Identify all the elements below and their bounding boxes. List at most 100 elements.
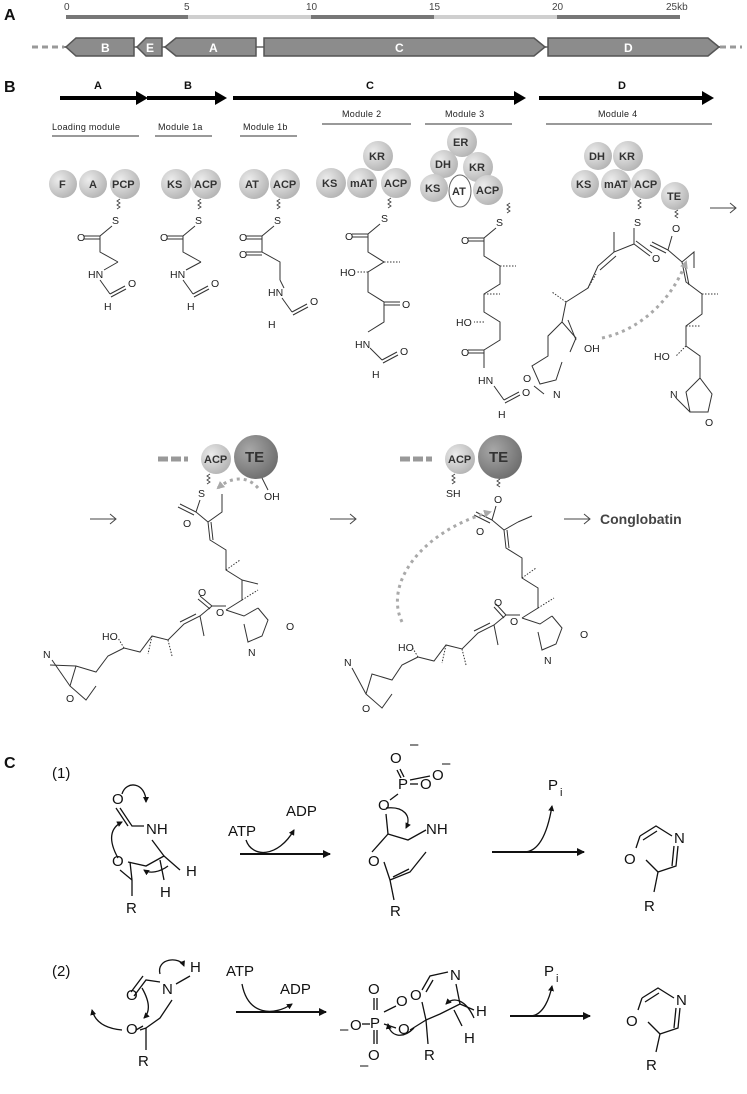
atoms-h-text: H <box>268 319 276 331</box>
atoms-o-text: O <box>420 776 432 793</box>
atoms-o-text: O <box>580 629 588 641</box>
domains-te-text: TE <box>245 449 264 466</box>
atoms-ho-text: HO <box>102 631 118 643</box>
domain-acp <box>201 444 231 474</box>
atoms-o-text: O <box>310 296 318 308</box>
domain-te <box>661 182 689 210</box>
domains-acp-text: ACP <box>448 454 471 466</box>
atoms-o-text: O <box>626 1013 638 1030</box>
mechanism-i-text: i <box>560 787 562 799</box>
module-names: Loading module Module 1a Module 1b Modul… <box>52 109 712 137</box>
route-2-oxazole: N O R <box>626 987 687 1074</box>
atoms-n-text: N <box>450 967 461 984</box>
mechanism-minus-text: – <box>442 755 451 772</box>
atoms-o-text: O <box>494 494 502 506</box>
atoms-o-text: O <box>378 797 390 814</box>
atoms-o-text: O <box>362 703 370 715</box>
atoms-o-text: O <box>652 253 660 265</box>
atoms-h-text: H <box>476 1003 487 1020</box>
panel-a-label: A <box>4 7 16 24</box>
atoms-o-text: O <box>350 1017 362 1034</box>
module-2: Module 2 <box>342 109 381 119</box>
domains-acp-text: ACP <box>476 185 499 197</box>
domains-pcp-text: PCP <box>112 179 135 191</box>
atoms-o-text: O <box>461 235 469 247</box>
atoms-o-text: O <box>183 518 191 530</box>
domain-mat <box>347 168 377 198</box>
mechanism-adp-text: ADP <box>286 803 317 820</box>
atoms-hn-text: HN <box>88 269 103 281</box>
atoms-s-text: S <box>634 217 641 229</box>
domains-acp-text: ACP <box>194 179 217 191</box>
arrow-c-label: C <box>366 80 374 92</box>
domain-acp <box>473 175 503 205</box>
atoms-h-text: H <box>104 301 112 313</box>
gene-a <box>163 37 257 57</box>
module-3: Module 3 <box>445 109 484 119</box>
atoms-hn-text: HN <box>170 269 185 281</box>
module-loading: Loading module <box>52 122 120 132</box>
domain-acp <box>191 169 221 199</box>
domain-mat <box>601 169 631 199</box>
domain-at <box>239 169 269 199</box>
domains-ks-text: KS <box>576 179 591 191</box>
product-arrow: Conglobatin <box>564 511 682 527</box>
atoms-hn-text: HN <box>478 375 493 387</box>
domain-acp <box>631 169 661 199</box>
domains-at-text: AT <box>245 179 259 191</box>
gene-b <box>64 37 135 57</box>
domain-ks <box>571 170 599 198</box>
atoms-o-text: O <box>705 417 713 429</box>
arrow-d-label: D <box>618 80 626 92</box>
module-arrows: A B C D <box>60 80 714 105</box>
domain-acp <box>381 168 411 198</box>
domain-f <box>49 170 77 198</box>
domains-kr-text: KR <box>619 151 635 163</box>
atoms-sh-text: SH <box>446 488 461 500</box>
atoms-ho-text: HO <box>398 642 414 654</box>
atoms-o-text: O <box>239 249 247 261</box>
domains-f-text: F <box>59 179 66 191</box>
atoms-o-text: O <box>216 607 224 619</box>
domain-at-inactive <box>448 174 472 208</box>
domain-acp <box>270 169 300 199</box>
module-2-domains: KR KS mAT ACP S O HO O HN O H <box>316 141 411 381</box>
atoms-ho-text: HO <box>654 351 670 363</box>
atoms-h-text: H <box>372 369 380 381</box>
domains-mat-text: mAT <box>350 178 374 190</box>
atoms-o-text: O <box>198 587 206 599</box>
atoms-r-text: R <box>390 903 401 920</box>
domain-a <box>79 170 107 198</box>
gene-c <box>263 37 547 57</box>
panel-b-label: B <box>4 79 16 96</box>
atoms-o-text: O <box>126 987 138 1004</box>
domain-te <box>478 435 522 479</box>
atoms-s-text: S <box>112 215 119 227</box>
scale-15: 15 <box>429 2 441 13</box>
atoms-s-text: S <box>195 215 202 227</box>
atoms-oh-text: OH <box>584 343 600 355</box>
atoms-h-text: H <box>498 409 506 421</box>
mechanism-p-text: P <box>544 963 554 980</box>
domains-acp-text: ACP <box>204 454 227 466</box>
domains-kr-text: KR <box>469 162 485 174</box>
domains-ks-text: KS <box>167 179 182 191</box>
atoms-h-text: H <box>190 959 201 976</box>
route-1-pi-arrow: P i <box>492 777 585 856</box>
atoms-o-text: O <box>160 232 168 244</box>
module-1b-domains: AT ACP S O O HN O H <box>239 169 318 331</box>
atoms-r-text: R <box>424 1047 435 1064</box>
module-1a: Module 1a <box>158 122 203 132</box>
atoms-n-text: N <box>248 647 256 659</box>
atoms-s-text: S <box>496 217 503 229</box>
atoms-n-text: N <box>670 389 678 401</box>
scale-5: 5 <box>184 2 190 13</box>
flow-arrow-1 <box>710 202 737 214</box>
mechanism-atp-text: ATP <box>228 823 256 840</box>
atoms-n-text: N <box>553 389 561 401</box>
route-2-intermediate: O O P – O O – O O N R H H <box>340 967 487 1074</box>
atoms-h-text: H <box>187 301 195 313</box>
atoms-h-text: H <box>464 1030 475 1047</box>
domains-at-text: AT <box>452 186 466 198</box>
